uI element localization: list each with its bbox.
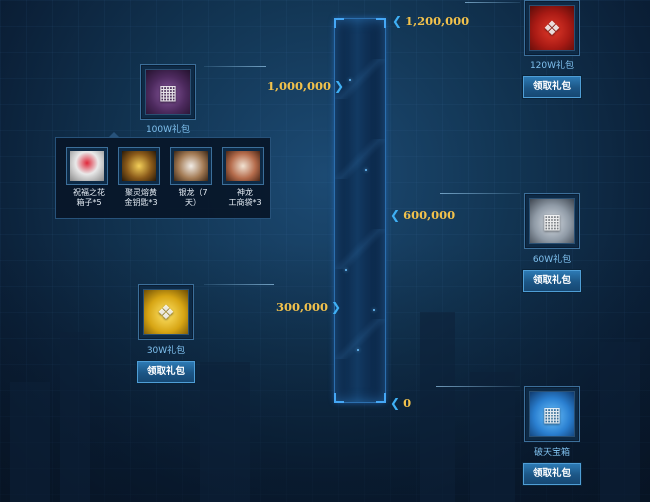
- arrow-right-icon: ❯: [334, 79, 345, 93]
- item-count: 金钥匙*3: [124, 198, 158, 207]
- reward-30w-name: 30W礼包: [146, 346, 186, 356]
- connector-line: [440, 193, 520, 194]
- item-count: 箱子*5: [76, 198, 102, 207]
- arrow-right-icon: ❯: [331, 300, 342, 314]
- tooltip-notch: [108, 132, 120, 138]
- flower-box-icon: [70, 151, 104, 181]
- progress-tube: [334, 18, 386, 403]
- milestone-1000000: 1,000,000 ❯: [267, 79, 344, 93]
- connector-line: [204, 66, 266, 67]
- reward-100w-name: 100W礼包: [145, 125, 191, 135]
- red-gift-chest-icon: ❖: [529, 5, 575, 51]
- connector-line: [465, 2, 520, 3]
- milestone-0: ❮ 0: [390, 396, 411, 410]
- claim-120w-button[interactable]: 领取礼包: [523, 76, 581, 98]
- reward-0-name: 破天宝箱: [533, 448, 570, 458]
- purple-chest-icon: ▦: [145, 69, 191, 115]
- item-count: 工商袋*3: [228, 198, 262, 207]
- milestone-label: 600,000: [403, 208, 456, 222]
- milestone-label: 300,000: [276, 300, 329, 314]
- milestone-1200000: ❮ 1,200,000: [392, 14, 469, 28]
- reward-120w-name: 120W礼包: [529, 61, 575, 71]
- item-name: 神龙: [237, 188, 253, 197]
- item-count: 天）: [185, 198, 201, 207]
- reward-60w-box[interactable]: ▦: [524, 193, 580, 249]
- connector-line: [436, 386, 520, 387]
- item-name: 祝福之花: [73, 188, 105, 197]
- silver-chest-icon: ▦: [529, 198, 575, 244]
- milestone-300000: 300,000 ❯: [276, 300, 341, 314]
- claim-60w-button[interactable]: 领取礼包: [523, 270, 581, 292]
- milestone-600000: ❮ 600,000: [390, 208, 455, 222]
- reward-100w-box[interactable]: ▦: [140, 64, 196, 120]
- reward-0-box[interactable]: ▦: [524, 386, 580, 442]
- arrow-left-icon: ❮: [392, 14, 403, 28]
- arrow-left-icon: ❮: [390, 208, 401, 222]
- gold-gift-box-icon: ❖: [143, 289, 189, 335]
- tooltip-item[interactable]: 祝福之花箱子*5: [66, 147, 112, 208]
- claim-0-button[interactable]: 领取礼包: [523, 463, 581, 485]
- milestone-label: 1,200,000: [405, 14, 470, 28]
- tooltip-item[interactable]: 神龙工商袋*3: [222, 147, 268, 208]
- reward-30w-box[interactable]: ❖: [138, 284, 194, 340]
- reward-60w-name: 60W礼包: [532, 255, 572, 265]
- fur-coat-icon: [174, 151, 208, 181]
- reward-120w-box[interactable]: ❖: [524, 0, 580, 56]
- blue-chest-icon: ▦: [529, 391, 575, 437]
- milestone-label: 1,000,000: [267, 79, 332, 93]
- connector-line: [204, 284, 274, 285]
- scroll-bag-icon: [226, 151, 260, 181]
- golden-key-icon: [122, 151, 156, 181]
- claim-30w-button[interactable]: 领取礼包: [137, 361, 195, 383]
- item-name: 聚灵熔黄: [125, 188, 157, 197]
- milestone-label: 0: [403, 396, 412, 410]
- arrow-left-icon: ❮: [390, 396, 401, 410]
- item-name: 银龙（7: [178, 188, 208, 197]
- tooltip-item[interactable]: 聚灵熔黄金钥匙*3: [118, 147, 164, 208]
